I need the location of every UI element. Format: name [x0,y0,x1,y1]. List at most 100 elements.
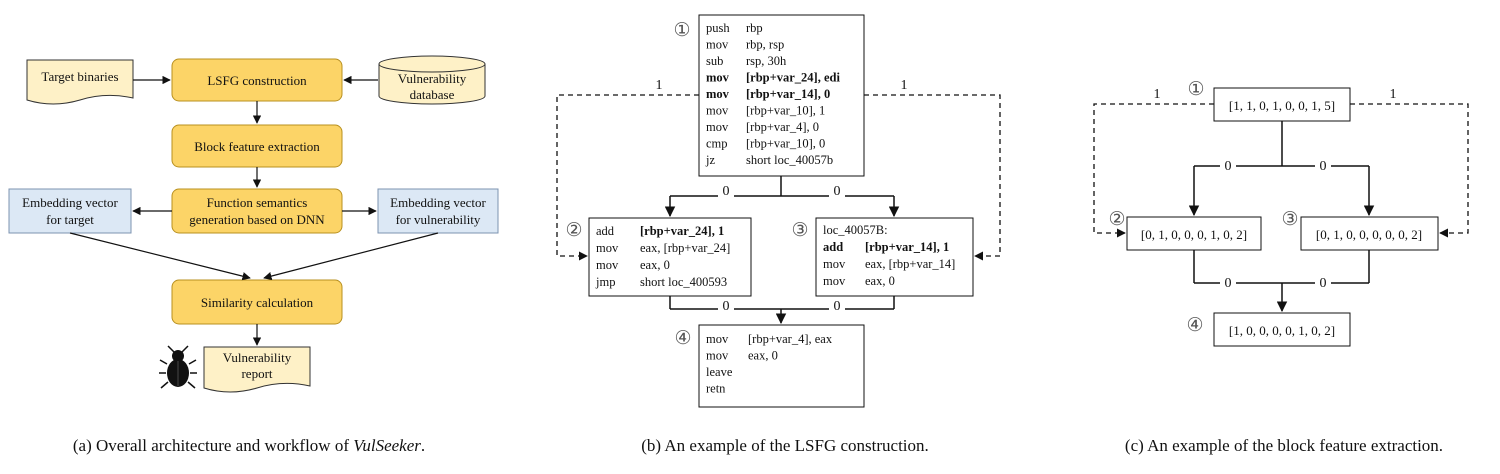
target-binaries-node: Target binaries [26,59,134,105]
block-2-marker: ② [565,219,582,241]
block-1-line-op-8: jz [705,153,715,167]
target-binaries-label: Target binaries [41,69,118,84]
similarity-calculation-node: Similarity calculation [171,279,343,325]
block-4-line-arg-1: eax, 0 [748,349,778,363]
function-semantics-node: Function semantics generation based on D… [171,188,343,234]
node-c-4-marker: ④ [1186,314,1203,336]
block-3-line-arg-1: eax, [rbp+var_14] [865,257,955,271]
block-2-line-op-2: mov [596,258,619,272]
control-edge-labels-b: 0 0 0 0 [718,182,845,314]
node-c-2-marker: ② [1108,208,1125,230]
edge-label-c-data-left: 1 [1154,87,1161,102]
block-1-line-op-2: sub [706,54,723,68]
node-c-4: ④ [1, 0, 0, 0, 0, 1, 0, 2] [1186,312,1351,347]
embedding-vulnerability-line1: Embedding vector [390,195,486,210]
vulnerability-report-node: Vulnerability report [203,346,311,393]
block-1-line-op-7: cmp [706,137,728,151]
lsfg-construction-node: LSFG construction [171,58,343,102]
edge-label-b-data-left: 1 [656,78,663,93]
edge-label-c-data-right: 1 [1390,87,1397,102]
block-feature-extraction-node: Block feature extraction [171,124,343,168]
node-c-1: ① [1, 1, 0, 1, 0, 0, 1, 5] [1187,78,1351,122]
node-c-3: ③ [0, 1, 0, 0, 0, 0, 0, 2] [1281,208,1439,251]
block-1-line-arg-7: [rbp+var_10], 0 [746,137,825,151]
embedding-target-line1: Embedding vector [22,195,118,210]
edge-label-c-1-2: 0 [1225,159,1232,174]
block-2-line-arg-3: short loc_400593 [640,275,727,289]
block-4: ④ mov [rbp+var_4], eax mov eax, 0 leave retn [674,324,865,408]
lsfg-construction-label: LSFG construction [207,73,307,88]
block-1-line-op-4: mov [706,87,730,101]
block-2-line-op-0: add [596,224,615,238]
block-3-line-arg-2: eax, 0 [865,274,895,288]
embedding-target-node: Embedding vector for target [8,188,132,234]
block-1-line-arg-5: [rbp+var_10], 1 [746,104,825,118]
function-semantics-line2: generation based on DNN [189,212,325,227]
node-c-4-vector: [1, 0, 0, 0, 0, 1, 0, 2] [1229,323,1335,338]
vulnerability-database-node: Vulnerability database [378,55,486,105]
block-2-line-arg-1: eax, [rbp+var_24] [640,241,730,255]
block-1-line-arg-8: short loc_40057b [746,153,833,167]
block-1-line-op-1: mov [706,38,729,52]
block-1-line-arg-1: rbp, rsp [746,38,784,52]
block-3: ③ loc_40057B: add [rbp+var_14], 1 mov eax, … [791,217,974,297]
block-1-line-op-0: push [706,21,730,35]
similarity-calculation-label: Similarity calculation [201,295,314,310]
edge-label-c-1-3: 0 [1320,159,1327,174]
edge-label-b-data-right: 1 [901,78,908,93]
block-2-line-arg-0: [rbp+var_24], 1 [640,224,724,238]
control-edge-labels-c: 0 0 0 0 [1220,157,1331,291]
edge-label-b-1-3: 0 [834,184,841,199]
node-c-1-vector: [1, 1, 0, 1, 0, 0, 1, 5] [1229,98,1335,113]
panel-a: Target binaries LSFG construction Vulner… [8,55,499,455]
block-3-marker: ③ [791,219,808,241]
block-1-marker: ① [673,19,690,41]
control-edges-b [664,176,900,325]
block-1-line-arg-3: [rbp+var_24], edi [746,71,840,85]
block-1-line-arg-4: [rbp+var_14], 0 [746,87,830,101]
block-3-line-arg-0: [rbp+var_14], 1 [865,240,949,254]
block-4-line-op-0: mov [706,332,729,346]
vulnerability-report-line2: report [241,366,272,381]
vulnerability-report-line1: Vulnerability [223,350,292,365]
block-3-label: loc_40057B: [823,223,888,237]
arrow-vuln-to-sim [263,232,439,281]
block-2-line-arg-2: eax, 0 [640,258,670,272]
edge-label-c-2-4: 0 [1225,276,1232,291]
vulnerability-database-line1: Vulnerability [398,71,467,86]
block-1-line-op-5: mov [706,104,729,118]
edge-label-b-1-2: 0 [723,184,730,199]
vulnerability-database-line2: database [410,87,455,102]
block-4-line-op-3: retn [706,382,726,396]
block-feature-extraction-label: Block feature extraction [194,139,320,154]
block-3-line-op-0: add [823,240,843,254]
edge-label-c-3-4: 0 [1320,276,1327,291]
caption-c: (c) An example of the block feature extr… [1125,436,1443,455]
function-semantics-line1: Function semantics [207,195,308,210]
caption-b: (b) An example of the LSFG construction. [641,436,929,455]
node-c-2-vector: [0, 1, 0, 0, 0, 1, 0, 2] [1141,227,1247,242]
data-edges-b: 1 1 [556,78,1001,261]
panel-c: ① [1, 1, 0, 1, 0, 0, 1, 5] ② [0, 1, 0, 0… [1093,78,1469,455]
node-c-3-marker: ③ [1281,208,1298,230]
block-3-line-op-2: mov [823,274,846,288]
node-c-2: ② [0, 1, 0, 0, 0, 1, 0, 2] [1108,208,1262,251]
node-c-3-vector: [0, 1, 0, 0, 0, 0, 0, 2] [1316,227,1422,242]
caption-a: (a) Overall architecture and workflow of… [73,436,425,455]
block-4-marker: ④ [674,327,691,349]
block-2-line-op-3: jmp [595,275,615,289]
block-1-line-op-3: mov [706,71,730,85]
bug-icon [159,345,197,389]
block-1-line-arg-2: rsp, 30h [746,54,787,68]
edge-label-b-2-4: 0 [723,299,730,314]
node-c-1-marker: ① [1187,78,1204,100]
block-4-line-op-1: mov [706,349,729,363]
embedding-vulnerability-line2: for vulnerability [396,212,481,227]
block-4-line-op-2: leave [706,365,733,379]
block-1-line-arg-6: [rbp+var_4], 0 [746,120,819,134]
block-4-line-arg-0: [rbp+var_4], eax [748,332,833,346]
edge-label-b-3-4: 0 [834,299,841,314]
block-2-line-op-1: mov [596,241,619,255]
